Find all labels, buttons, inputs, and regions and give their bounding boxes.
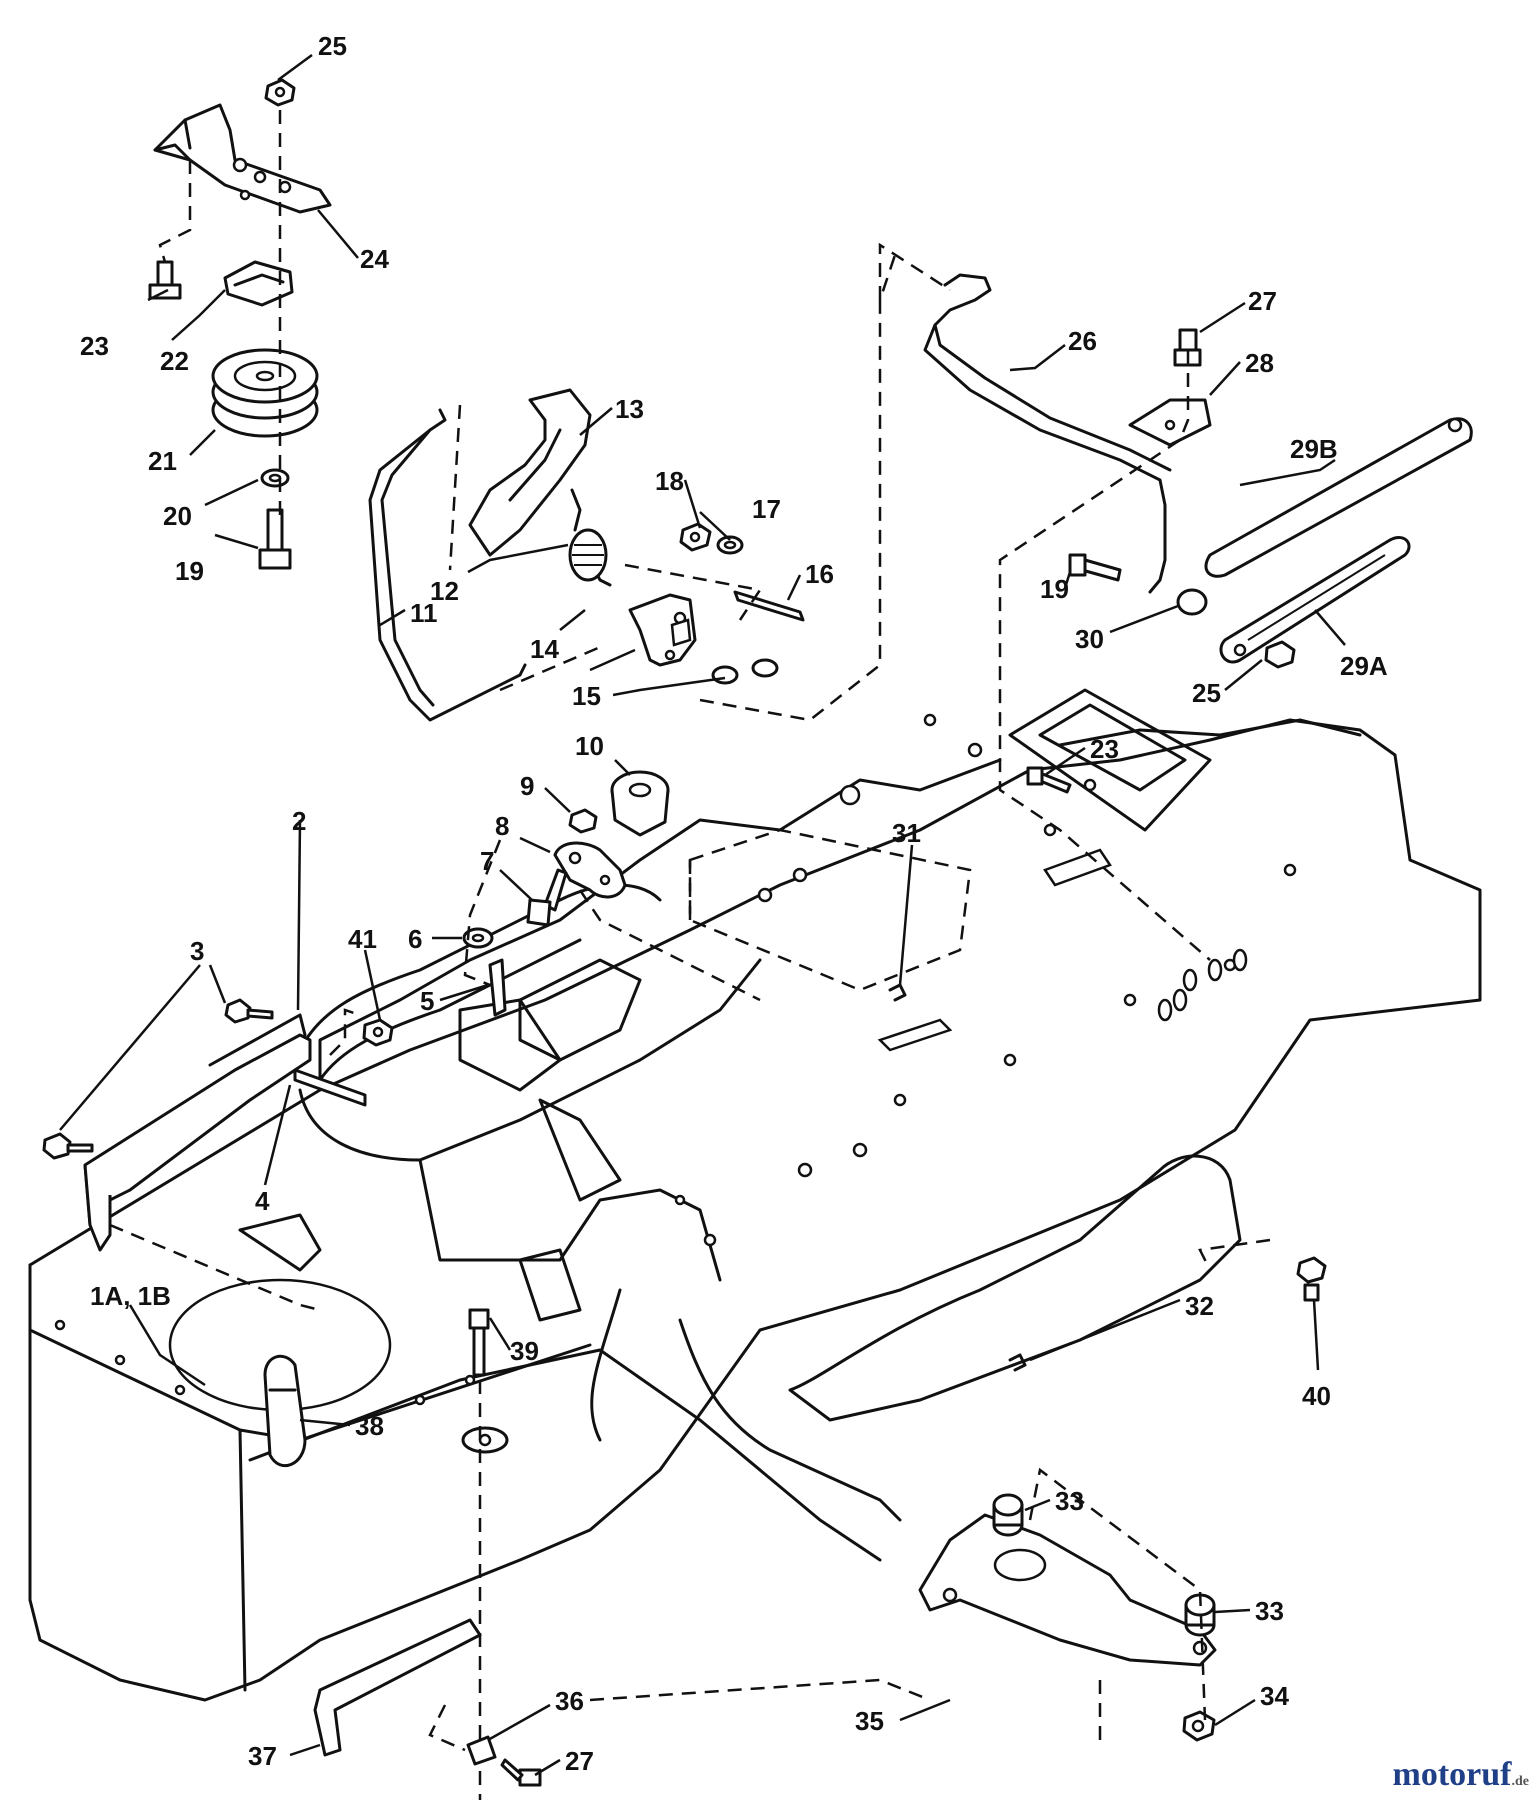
label-41: 41 — [348, 924, 377, 954]
bolt-39 — [468, 1308, 490, 1377]
link-29a — [1219, 536, 1411, 664]
label-11: 11 — [410, 598, 438, 628]
label-39: 39 — [510, 1336, 539, 1366]
label-27-bottom: 27 — [565, 1746, 594, 1776]
handle-grip-13 — [468, 388, 592, 557]
label-19-right: 19 — [1040, 574, 1069, 604]
label-6: 6 — [408, 924, 422, 954]
label-37: 37 — [248, 1741, 277, 1771]
plate-35 — [918, 1513, 1217, 1667]
washers-15 — [711, 658, 779, 685]
label-16: 16 — [805, 559, 834, 589]
label-25-top: 25 — [318, 31, 347, 61]
bolt-27-top — [1173, 328, 1202, 367]
label-13: 13 — [615, 394, 644, 424]
label-33-lower: 33 — [1255, 1596, 1284, 1626]
label-15: 15 — [572, 681, 601, 711]
spacer-30 — [1176, 588, 1208, 616]
shaft-4 — [293, 1068, 367, 1107]
bracket-28 — [1128, 398, 1212, 447]
label-17: 17 — [752, 494, 781, 524]
label-23-top: 23 — [80, 331, 109, 361]
nut-9 — [568, 808, 598, 834]
label-31: 31 — [892, 818, 921, 848]
nut-18 — [679, 522, 712, 552]
label-35: 35 — [855, 1706, 884, 1736]
clip-38 — [263, 1354, 307, 1468]
label-34: 34 — [1260, 1681, 1289, 1711]
lift-rod-11 — [368, 408, 527, 722]
label-14: 14 — [530, 634, 559, 664]
label-27-top: 27 — [1248, 286, 1277, 316]
arm-8 — [553, 841, 627, 899]
washer-20 — [260, 468, 290, 488]
bolt-3-upper — [224, 998, 274, 1024]
bolt-40 — [1296, 1256, 1327, 1302]
bolt-19-right — [1068, 553, 1122, 582]
bracket-36 — [466, 1735, 497, 1766]
watermark-brand: motoruf — [1392, 1756, 1512, 1793]
watermark-suffix: .de — [1511, 1774, 1530, 1789]
label-10: 10 — [575, 731, 604, 761]
label-29a: 29A — [1340, 651, 1388, 681]
label-5: 5 — [420, 986, 434, 1016]
label-26: 26 — [1068, 326, 1097, 356]
label-20: 20 — [163, 501, 192, 531]
bolt-7 — [526, 868, 568, 927]
label-21: 21 — [148, 446, 177, 476]
label-33-upper: 33 — [1055, 1486, 1084, 1516]
idler-bracket-24 — [153, 103, 332, 214]
nut-41 — [362, 1018, 394, 1047]
label-7: 7 — [480, 846, 494, 876]
label-24: 24 — [360, 244, 389, 274]
bolt-3-lower — [42, 1132, 94, 1160]
label-12: 12 — [430, 576, 459, 606]
label-18: 18 — [655, 466, 684, 496]
nut-34 — [1182, 1710, 1216, 1742]
pulley-21 — [211, 348, 319, 438]
pin-5 — [488, 958, 507, 1017]
spring-12 — [568, 488, 612, 587]
bracket-37 — [313, 1618, 482, 1757]
bolt-23-right — [1026, 766, 1072, 794]
label-28: 28 — [1245, 348, 1274, 378]
pin-16 — [733, 590, 805, 622]
nut-25-right — [1264, 640, 1296, 669]
main-frame — [28, 688, 1482, 1702]
bolt-19-left — [258, 508, 292, 570]
label-4: 4 — [255, 1186, 270, 1216]
bracket-2 — [83, 1013, 312, 1252]
label-8: 8 — [495, 811, 509, 841]
label-29b: 29B — [1290, 434, 1338, 464]
washer-6 — [462, 927, 494, 949]
plate-39-base — [461, 1426, 509, 1454]
link-29b — [1204, 417, 1473, 578]
watermark: motoruf.de — [1393, 1756, 1529, 1794]
label-40: 40 — [1302, 1381, 1331, 1411]
washer-17 — [716, 535, 744, 555]
label-9: 9 — [520, 771, 534, 801]
label-22: 22 — [160, 346, 189, 376]
label-23-right: 23 — [1090, 734, 1119, 764]
label-2: 2 — [292, 806, 306, 836]
label-25-right: 25 — [1192, 678, 1221, 708]
label-36: 36 — [555, 1686, 584, 1716]
nut-25-top — [264, 78, 296, 107]
spacer-22 — [223, 260, 294, 307]
gear-10 — [610, 770, 670, 837]
bolt-27-bottom — [500, 1758, 542, 1787]
label-38: 38 — [355, 1411, 384, 1441]
spacer-33-upper — [992, 1493, 1024, 1537]
label-19-left: 19 — [175, 556, 204, 586]
bracket-14 — [628, 593, 697, 667]
label-1ab: 1A, 1B — [90, 1281, 171, 1311]
label-3: 3 — [190, 936, 204, 966]
rod-26 — [923, 273, 1172, 594]
label-30: 30 — [1075, 624, 1104, 654]
label-32: 32 — [1185, 1291, 1214, 1321]
